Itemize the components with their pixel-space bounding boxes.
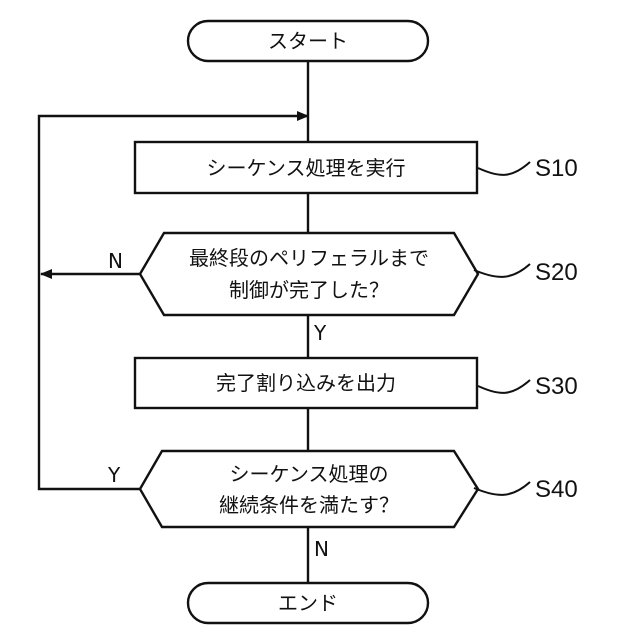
s40-no-label: N [314, 537, 329, 561]
step-ref-s20: S20 [474, 259, 578, 286]
end-label: エンド [278, 591, 338, 615]
s40-text-line2: 継続条件を満たす？ [219, 493, 399, 517]
s30-step-label: S30 [535, 373, 578, 400]
s40-text-line1: シーケンス処理の [230, 462, 389, 486]
s20-text-line1: 最終段のペリフェラルまで [189, 246, 429, 270]
process-s10: シーケンス処理を実行 [135, 142, 477, 193]
s40-step-label: S40 [535, 476, 578, 503]
s20-step-label: S20 [535, 259, 578, 286]
s20-no-label: N [108, 249, 123, 273]
start-label: スタート [268, 29, 348, 53]
step-ref-s40: S40 [474, 476, 578, 503]
step-ref-s10: S10 [478, 155, 578, 182]
end-terminator: エンド [188, 583, 428, 623]
start-terminator: スタート [188, 21, 428, 61]
step-ref-s30: S30 [478, 373, 578, 400]
s10-step-label: S10 [535, 155, 578, 182]
s40-yes-label: Y [107, 463, 121, 487]
decision-s20: 最終段のペリフェラルまで 制御が完了した？ [140, 233, 478, 315]
decision-s40: シーケンス処理の 継続条件を満たす？ [140, 451, 478, 527]
s10-text: シーケンス処理を実行 [207, 156, 406, 180]
s30-text: 完了割り込みを出力 [216, 371, 396, 395]
s20-yes-label: Y [313, 321, 327, 345]
process-s30: 完了割り込みを出力 [135, 358, 477, 408]
s20-text-line2: 制御が完了した？ [229, 278, 389, 302]
